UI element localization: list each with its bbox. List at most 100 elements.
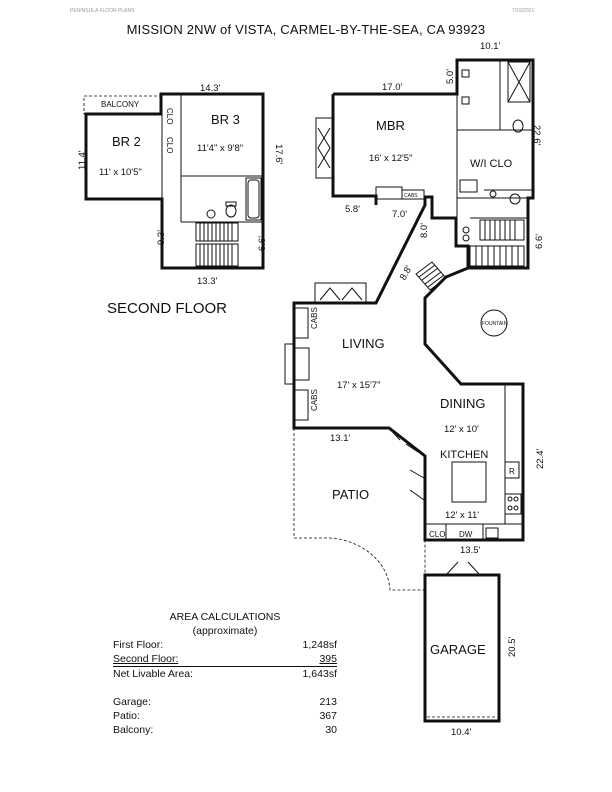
dim-mbr-top: 17.0' (382, 82, 402, 93)
living-size: 17' x 15'7" (337, 380, 380, 391)
mbr-name: MBR (376, 118, 405, 133)
cabs-box-2 (293, 389, 309, 421)
powder-sink-icon (489, 190, 497, 198)
area-row-garage: Garage: 213 (113, 695, 337, 709)
powder-toilet-icon (509, 193, 521, 205)
br2-size: 11' x 10'5" (99, 167, 142, 178)
area-row-first-floor: First Floor: 1,248sf (113, 638, 337, 652)
area-value: 1,643sf (302, 668, 337, 680)
washer-icon (459, 179, 478, 193)
cabs-mbr-label: CABS (404, 193, 418, 199)
balcony-label: BALCONY (101, 100, 140, 109)
mbr-fireplace (375, 186, 403, 200)
closet-label-1: CLO (165, 108, 174, 124)
cabs-left-label-2: CABS (310, 389, 319, 411)
area-row-balcony: Balcony: 30 (113, 723, 337, 737)
area-row-patio: Patio: 367 (113, 709, 337, 723)
mbr-bay (315, 117, 333, 179)
patio-label: PATIO (332, 487, 369, 502)
stairs-icon-first (415, 219, 525, 291)
dim-mbr-left: 5.8' (345, 204, 360, 215)
stairs-icon (195, 222, 239, 267)
area-value: 367 (319, 710, 337, 722)
page-title: MISSION 2NW of VISTA, CARMEL-BY-THE-SEA,… (126, 22, 486, 37)
fountain-icon (480, 309, 508, 337)
dim-right-wing: 22.6' (531, 125, 542, 145)
shower-icon (507, 61, 531, 103)
sink-icon (206, 209, 216, 219)
area-label: Balcony: (113, 724, 154, 736)
dim-sf-stair-left: 9.3' (156, 230, 167, 245)
toilet-icon (225, 204, 237, 218)
closet-label: CLO (429, 530, 445, 539)
burner-2 (513, 496, 519, 502)
area-label: Second Floor: (113, 653, 179, 665)
area-label: First Floor: (113, 639, 164, 651)
area-calculations: AREA CALCULATIONS (approximate) First Fl… (113, 610, 337, 737)
area-value: 1,248sf (302, 639, 337, 651)
dim-bath-left: 5.0' (445, 69, 456, 84)
first-floor-walls (292, 58, 535, 542)
dim-sf-top: 14.3' (200, 83, 220, 94)
dim-diag-1: 8.0' (419, 223, 430, 238)
first-floor-plan: MBR 16' x 12'5" W/I CLO CABS LIVING 17' … (284, 41, 546, 738)
kitchen-name: KITCHEN (440, 449, 488, 461)
second-floor-label: SECOND FLOOR (107, 300, 227, 317)
burner-1 (507, 496, 513, 502)
closet-label-2: CLO (165, 137, 174, 153)
kitchen-size: 12' x 11' (445, 510, 479, 521)
br3-name: BR 3 (211, 112, 240, 127)
dim-garage-top: 13.5' (460, 545, 480, 556)
dim-sf-bottom: 13.3' (197, 276, 217, 287)
brand-text: PENINSULA FLOOR PLANS (70, 8, 135, 14)
burner-4 (513, 505, 519, 511)
area-label: Patio: (113, 710, 140, 722)
patio-doors (388, 427, 425, 501)
dim-sf-left: 11.4' (77, 150, 88, 170)
dim-living-bottom: 13.1' (330, 433, 350, 444)
area-value: 30 (325, 724, 337, 736)
shower-x2 (507, 61, 531, 103)
dim-sf-right: 17.6' (273, 144, 284, 164)
tub-inner-icon (247, 179, 260, 219)
dim-diag-2: 8.8' (398, 264, 415, 283)
sink-icon-3 (462, 226, 470, 234)
cabs-box-3 (401, 189, 425, 200)
garage-label: GARAGE (430, 642, 486, 657)
fridge-label: R (509, 467, 515, 476)
br3-size: 11'4" x 9'8" (197, 143, 243, 154)
dishwasher-label: DW (459, 530, 473, 539)
dim-dining-right: 22.4' (535, 449, 546, 469)
date-text: 7/15/2021 (512, 8, 535, 14)
range-icon (504, 493, 522, 515)
sink-icon-1 (461, 69, 470, 78)
fireplace-hearth (294, 347, 310, 381)
area-title: AREA CALCULATIONS (169, 611, 281, 623)
mbr-outer-walls (331, 94, 378, 205)
dim-sf-stair-right: 6.6' (257, 236, 268, 251)
kitchen-island (451, 461, 487, 503)
tub-icon (245, 177, 262, 221)
dim-garage-right: 20.5' (507, 637, 518, 657)
dim-stair-right: 6.6' (534, 234, 545, 249)
burner-3 (507, 505, 513, 511)
dim-garage-bottom: 10.4' (451, 727, 471, 738)
dining-name: DINING (440, 396, 486, 411)
toilet-tank-icon (225, 201, 237, 207)
living-bay-doors (319, 287, 363, 301)
dining-size: 12' x 10' (444, 424, 479, 435)
fridge-box (504, 461, 520, 479)
wic-label: W/I CLO (470, 158, 513, 170)
area-subtitle: (approximate) (192, 625, 258, 637)
garage-walls (423, 573, 501, 723)
cabs-box-1 (293, 307, 309, 339)
fountain-label: FOUNTAIN (482, 321, 508, 327)
sink-icon-2 (461, 96, 470, 105)
br2-name: BR 2 (112, 134, 141, 149)
living-name: LIVING (342, 336, 385, 351)
cabs-left-label-1: CABS (310, 307, 319, 329)
toilet-icon (512, 119, 524, 133)
dim-mbr-bottom: 7.0' (392, 209, 407, 220)
garage-door (445, 561, 481, 576)
